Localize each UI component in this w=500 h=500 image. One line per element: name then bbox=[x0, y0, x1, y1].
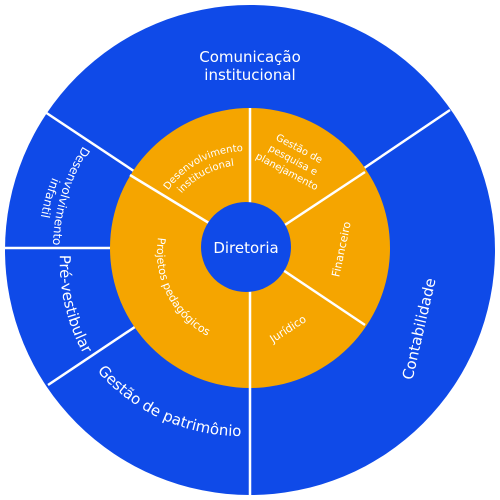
outer-label-comunicacao-1: Comunicação bbox=[199, 48, 301, 66]
inner-label-gestao-pesquisa: Gestão de pesquisa e planejamento bbox=[254, 132, 324, 193]
outer-label-comunicacao-2: institucional bbox=[204, 66, 295, 84]
center-label: Diretoria bbox=[213, 239, 278, 257]
center-circle bbox=[201, 202, 291, 292]
